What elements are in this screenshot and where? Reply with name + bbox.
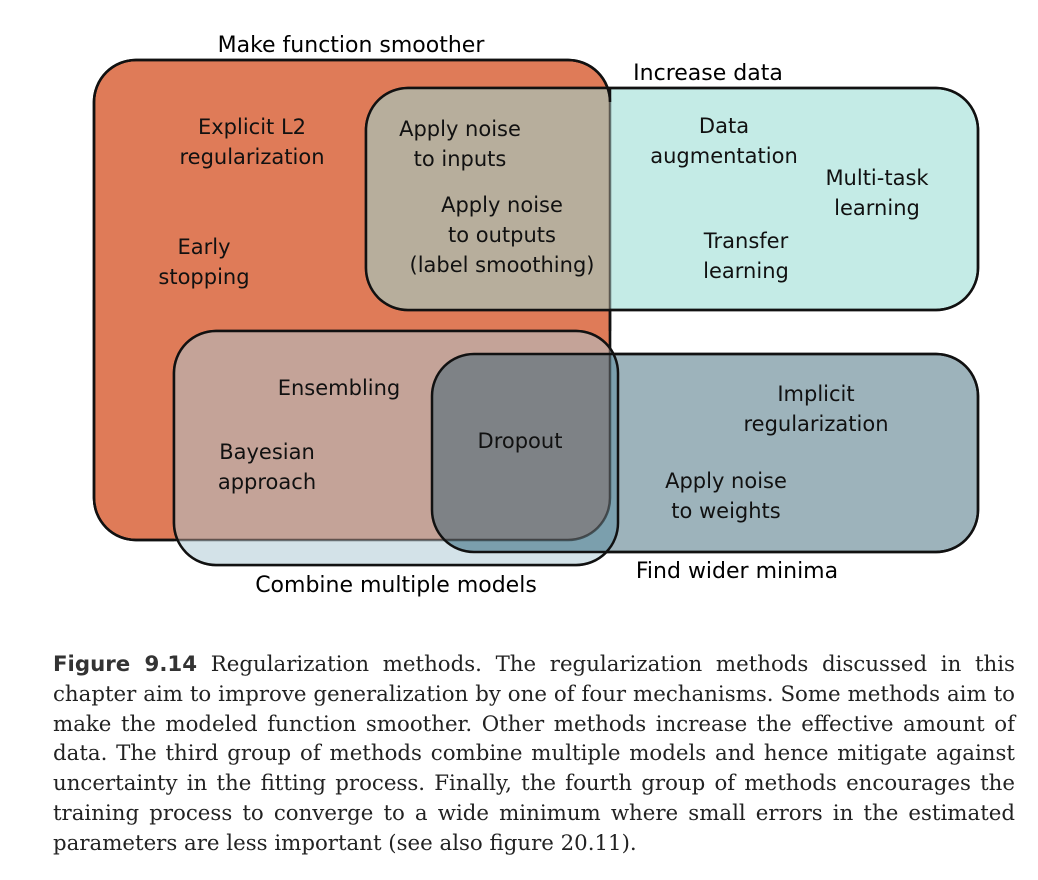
method-explicit-l2: Explicit L2 regularization — [179, 115, 324, 169]
method-multi-task-learning: Multi-task learning — [825, 166, 929, 220]
regularization-venn-diagram: Make function smoother Increase data Com… — [92, 33, 980, 598]
method-multi-task-learning-line: learning — [834, 196, 920, 220]
method-early-stopping: Early stopping — [158, 235, 249, 289]
method-noise-inputs: Apply noise to inputs — [399, 117, 521, 171]
figure-caption: Figure 9.14 Regularization methods. The … — [53, 650, 1015, 859]
method-bayesian-approach: Bayesian approach — [218, 440, 316, 494]
group-title-smooth: Make function smoother — [218, 33, 486, 58]
method-noise-outputs: Apply noise to outputs (label smoothing) — [410, 193, 595, 277]
method-noise-inputs-line: Apply noise — [399, 117, 521, 141]
outline-smooth-top — [92, 58, 612, 330]
method-transfer-learning-line: Transfer — [703, 229, 789, 253]
method-noise-outputs-line: to outputs — [448, 223, 556, 247]
method-multi-task-learning-line: Multi-task — [825, 166, 929, 190]
method-dropout-line: Dropout — [478, 429, 563, 453]
method-dropout: Dropout — [478, 429, 563, 453]
outline-minima — [430, 352, 980, 554]
overlap-smooth-data — [366, 88, 610, 310]
method-bayesian-approach-line: Bayesian — [219, 440, 315, 464]
outline-data — [364, 86, 980, 312]
method-implicit-regularization: Implicit regularization — [743, 382, 888, 436]
method-noise-outputs-line: (label smoothing) — [410, 253, 595, 277]
method-noise-weights: Apply noise to weights — [665, 469, 787, 523]
method-early-stopping-line: Early — [177, 235, 230, 259]
group-title-data: Increase data — [633, 61, 783, 86]
method-ensembling: Ensembling — [278, 376, 401, 400]
outline-smooth-bottom — [92, 300, 174, 542]
method-noise-weights-line: Apply noise — [665, 469, 787, 493]
method-bayesian-approach-line: approach — [218, 470, 316, 494]
method-explicit-l2-line: Explicit L2 — [198, 115, 306, 139]
method-early-stopping-line: stopping — [158, 265, 249, 289]
method-data-augmentation-line: Data — [699, 114, 749, 138]
method-noise-weights-line: to weights — [671, 499, 781, 523]
method-implicit-regularization-line: regularization — [743, 412, 888, 436]
group-title-combine: Combine multiple models — [255, 573, 537, 598]
overlap-dropout-region — [432, 354, 610, 540]
method-explicit-l2-line: regularization — [179, 145, 324, 169]
method-data-augmentation-line: augmentation — [650, 144, 798, 168]
method-transfer-learning-line: learning — [703, 259, 789, 283]
method-noise-inputs-line: to inputs — [414, 147, 507, 171]
method-data-augmentation: Data augmentation — [650, 114, 798, 168]
method-ensembling-line: Ensembling — [278, 376, 401, 400]
method-implicit-regularization-line: Implicit — [777, 382, 854, 406]
caption-text: Regularization methods. The regularizati… — [53, 652, 1015, 856]
group-title-minima: Find wider minima — [636, 559, 838, 584]
method-noise-outputs-line: Apply noise — [441, 193, 563, 217]
method-transfer-learning: Transfer learning — [703, 229, 789, 283]
figure-label: Figure 9.14 — [53, 652, 198, 677]
outline-combine — [172, 329, 620, 567]
